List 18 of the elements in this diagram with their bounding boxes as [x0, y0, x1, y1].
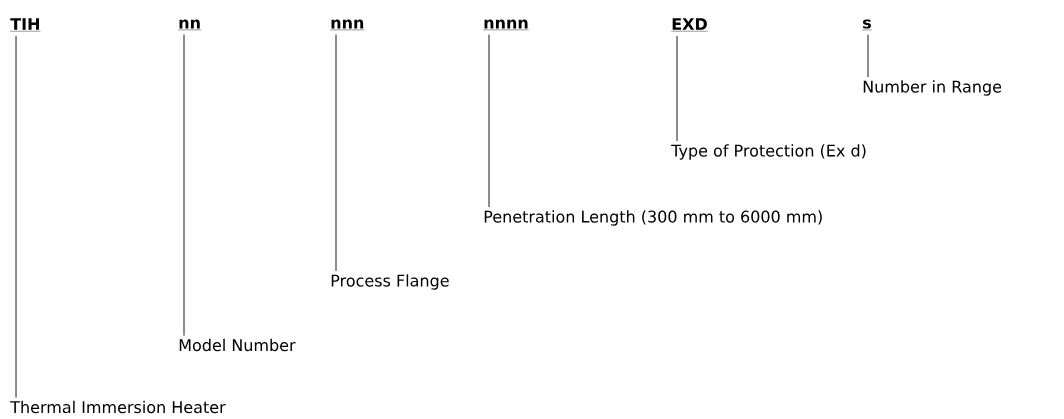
leader-line [15, 35, 17, 399]
leader-line [335, 34, 337, 272]
code-segment: s [862, 19, 872, 31]
code-segment: nn [178, 19, 202, 31]
description-label: Number in Range [863, 80, 1002, 96]
description-label: Type of Protection (Ex d) [671, 144, 866, 160]
leader-line [488, 34, 490, 208]
leader-line [183, 34, 185, 337]
description-label: Penetration Length (300 mm to 6000 mm) [484, 210, 822, 226]
leader-line [676, 35, 678, 142]
description-label: Model Number [179, 338, 296, 352]
code-segment: nnn [330, 19, 365, 31]
description-label: Thermal Immersion Heater [10, 400, 226, 414]
leader-line [867, 34, 869, 78]
code-segment: nnnn [483, 19, 529, 31]
code-segment: EXD [671, 18, 708, 32]
code-segment: TIH [10, 18, 41, 32]
description-label: Process Flange [331, 274, 449, 290]
